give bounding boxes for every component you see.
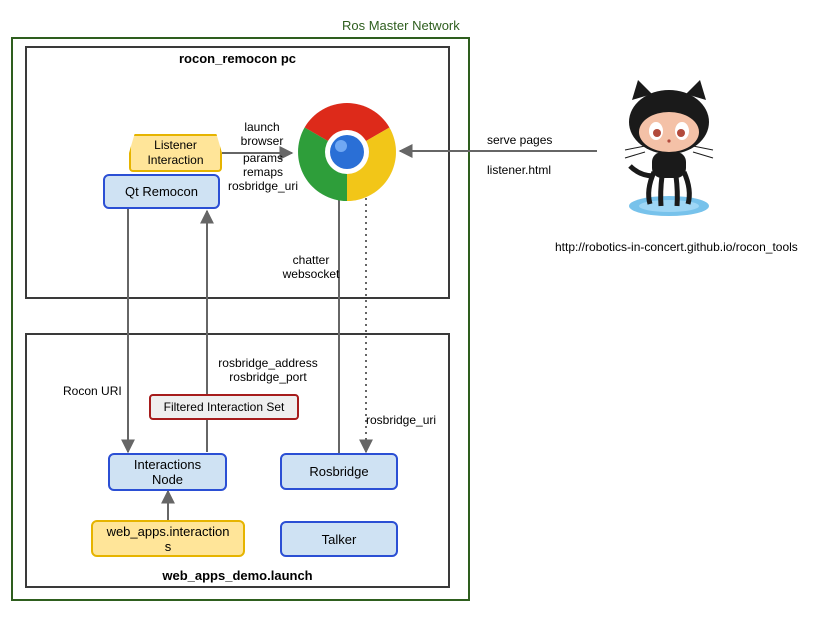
qt-remocon-label: Qt Remocon [125,184,198,199]
github-url-label: http://robotics-in-concert.github.io/roc… [555,240,798,254]
rosbridge-uri-label: rosbridge_uri [366,413,437,427]
interactions-node-label: Interactions Node [133,457,202,487]
rosbridge-address-port-label: rosbridge_address rosbridge_port [218,356,318,384]
network-label: Ros Master Network [342,18,460,33]
filtered-interaction-set-node: Filtered Interaction Set [149,394,299,420]
chatter-websocket-label: chatter websocket [282,253,340,281]
pc-box-title: rocon_remocon pc [178,51,297,66]
rocon-uri-label: Rocon URI [63,384,122,398]
chrome-browser-icon [298,103,396,201]
talker-node: Talker [280,521,398,557]
launch-box-title: web_apps_demo.launch [162,568,313,583]
web-apps-interactions-node: web_apps.interaction s [91,520,245,557]
params-remaps-label: params remaps rosbridge_uri [227,151,299,193]
rosbridge-node: Rosbridge [280,453,398,490]
listener-interaction-label: Listener Interaction [147,138,204,167]
talker-label: Talker [321,531,357,547]
launch-browser-label: launch browser [240,120,284,148]
interactions-node: Interactions Node [108,453,227,491]
ros-master-network-frame [11,37,470,601]
listener-interaction-node: Listener Interaction [129,134,222,172]
listener-html-label: listener.html [487,163,552,177]
web-apps-interactions-label: web_apps.interaction s [106,523,230,554]
qt-remocon-node: Qt Remocon [103,174,220,209]
rosbridge-label: Rosbridge [309,464,369,479]
serve-pages-label: serve pages [487,133,553,147]
web-apps-demo-launch-box [25,333,450,588]
github-octocat-icon [624,80,714,216]
rocon-remocon-pc-box [25,46,450,299]
filtered-interaction-set-label: Filtered Interaction Set [163,399,285,414]
